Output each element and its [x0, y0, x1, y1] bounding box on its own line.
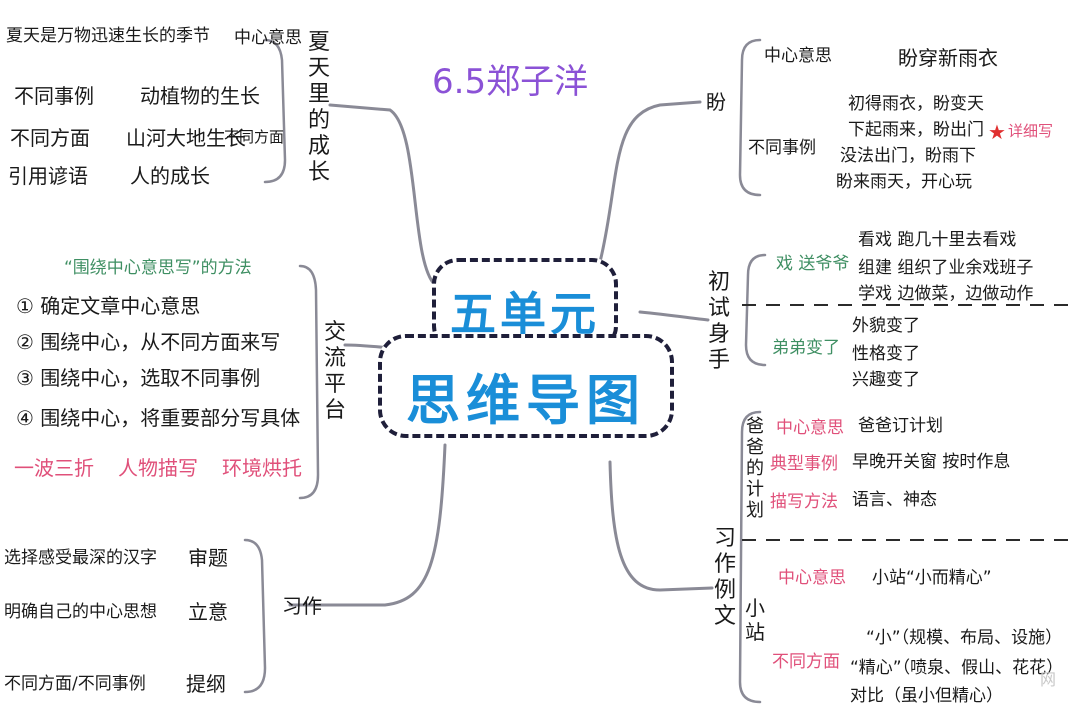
dad-label-3: 描写方法: [770, 492, 838, 512]
branch-dad-plan: 爸爸的计划: [746, 416, 764, 521]
summer-row-2-left: 不同事例: [14, 84, 94, 108]
bracket-examples: [738, 410, 762, 704]
station-central: 小站“小而精心”: [872, 568, 992, 588]
trial-brother-2: 性格变了: [852, 344, 920, 364]
branch-panfang: 盼: [706, 90, 726, 114]
writing-row-1-right: 审题: [188, 546, 228, 570]
writing-row-1-left: 选择感受最深的汉字: [4, 548, 157, 568]
platform-technique-1: 一波三折: [14, 456, 94, 480]
watermark: 网: [1040, 670, 1057, 689]
summer-row-3-left: 不同方面: [10, 126, 90, 150]
platform-step-2: ② 围绕中心，从不同方面来写: [16, 330, 281, 354]
station-aspect-3: 对比（虽小但精心）: [850, 686, 1003, 706]
station-central-label: 中心意思: [778, 568, 846, 588]
bracket-panfang: [738, 38, 762, 197]
link-center-trial: [638, 310, 710, 322]
dad-label-2: 典型事例: [770, 454, 838, 474]
branch-writing: 习作: [282, 594, 322, 618]
panfang-central-label: 中心意思: [764, 46, 832, 66]
center-node-line2: 思维导图: [378, 334, 674, 438]
trial-opera-3: 学戏 边做菜，边做动作: [858, 284, 1034, 304]
station-aspect-1: “小”（规模、布局、设施）: [866, 628, 1063, 648]
summer-row-4-right: 人的成长: [130, 164, 210, 188]
summer-row-2-right: 动植物的生长: [140, 84, 260, 108]
writing-row-2-left: 明确自己的中心思想: [4, 602, 157, 622]
dad-text-1: 爸爸订计划: [858, 416, 943, 436]
platform-step-1: ① 确定文章中心意思: [16, 294, 201, 318]
writing-row-3-right: 提纲: [186, 672, 226, 696]
trial-opera-2: 组建 组织了业余戏班子: [858, 258, 1034, 278]
station-aspects-label: 不同方面: [772, 652, 840, 672]
bracket-summer: [263, 38, 287, 184]
panfang-example-2: 下起雨来，盼出门: [848, 120, 984, 140]
summer-row-3-right: 山河大地生长: [126, 126, 246, 150]
trial-opera-label: 戏 送爷爷: [776, 254, 850, 274]
branch-station: 小站: [745, 596, 765, 644]
platform-step-3: ③ 围绕中心，选取不同事例: [16, 366, 261, 390]
panfang-example-1: 初得雨衣，盼变天: [848, 94, 984, 114]
summer-row-4-left: 引用谚语: [8, 164, 88, 188]
branch-summer: 夏天里的成长: [307, 30, 330, 185]
bracket-writing: [243, 538, 267, 694]
station-aspect-2: “精心”（喷泉、假山、花花）: [850, 658, 1064, 678]
panfang-note: 详细写: [1008, 122, 1054, 140]
panfang-examples-label: 不同事例: [748, 138, 816, 158]
panfang-example-3: 没法出门，盼雨下: [840, 146, 976, 166]
link-center-writing: [288, 443, 447, 607]
branch-examples: 习作例文: [713, 526, 736, 629]
link-center-panfang: [598, 100, 702, 264]
link-center-examples: [608, 460, 714, 592]
dad-label-1: 中心意思: [776, 418, 844, 438]
dad-text-3: 语言、神态: [852, 490, 937, 510]
writing-row-2-right: 立意: [188, 600, 228, 624]
dad-text-2: 早晚开关窗 按时作息: [852, 452, 1011, 472]
panfang-example-4: 盼来雨天，开心玩: [836, 172, 972, 192]
writing-row-3-left: 不同方面/不同事例: [4, 674, 146, 694]
panfang-central: 盼穿新雨衣: [898, 46, 998, 70]
link-center-summer: [328, 103, 437, 287]
platform-technique-2: 人物描写: [118, 456, 198, 480]
branch-platform: 交流平台: [323, 320, 346, 423]
trial-brother-3: 兴趣变了: [852, 370, 920, 390]
star-icon: ★: [988, 120, 1006, 144]
platform-technique-3: 环境烘托: [222, 456, 302, 480]
bracket-trial: [744, 253, 767, 367]
summer-row-1-left: 夏天是万物迅速生长的季节: [6, 26, 210, 46]
trial-brother-label: 弟弟变了: [772, 338, 840, 358]
summer-side-label: 不同方面: [224, 128, 285, 146]
page-title: 6.5郑子洋: [432, 62, 589, 102]
bracket-platform: [298, 264, 320, 500]
trial-opera-1: 看戏 跑几十里去看戏: [858, 230, 1017, 250]
summer-row-1-right: 中心意思: [234, 28, 302, 48]
branch-trial: 初试身手: [707, 270, 730, 373]
platform-step-4: ④ 围绕中心，将重要部分写具体: [16, 406, 301, 430]
trial-brother-1: 外貌变了: [852, 316, 920, 336]
platform-heading: “围绕中心意思写”的方法: [64, 258, 252, 278]
